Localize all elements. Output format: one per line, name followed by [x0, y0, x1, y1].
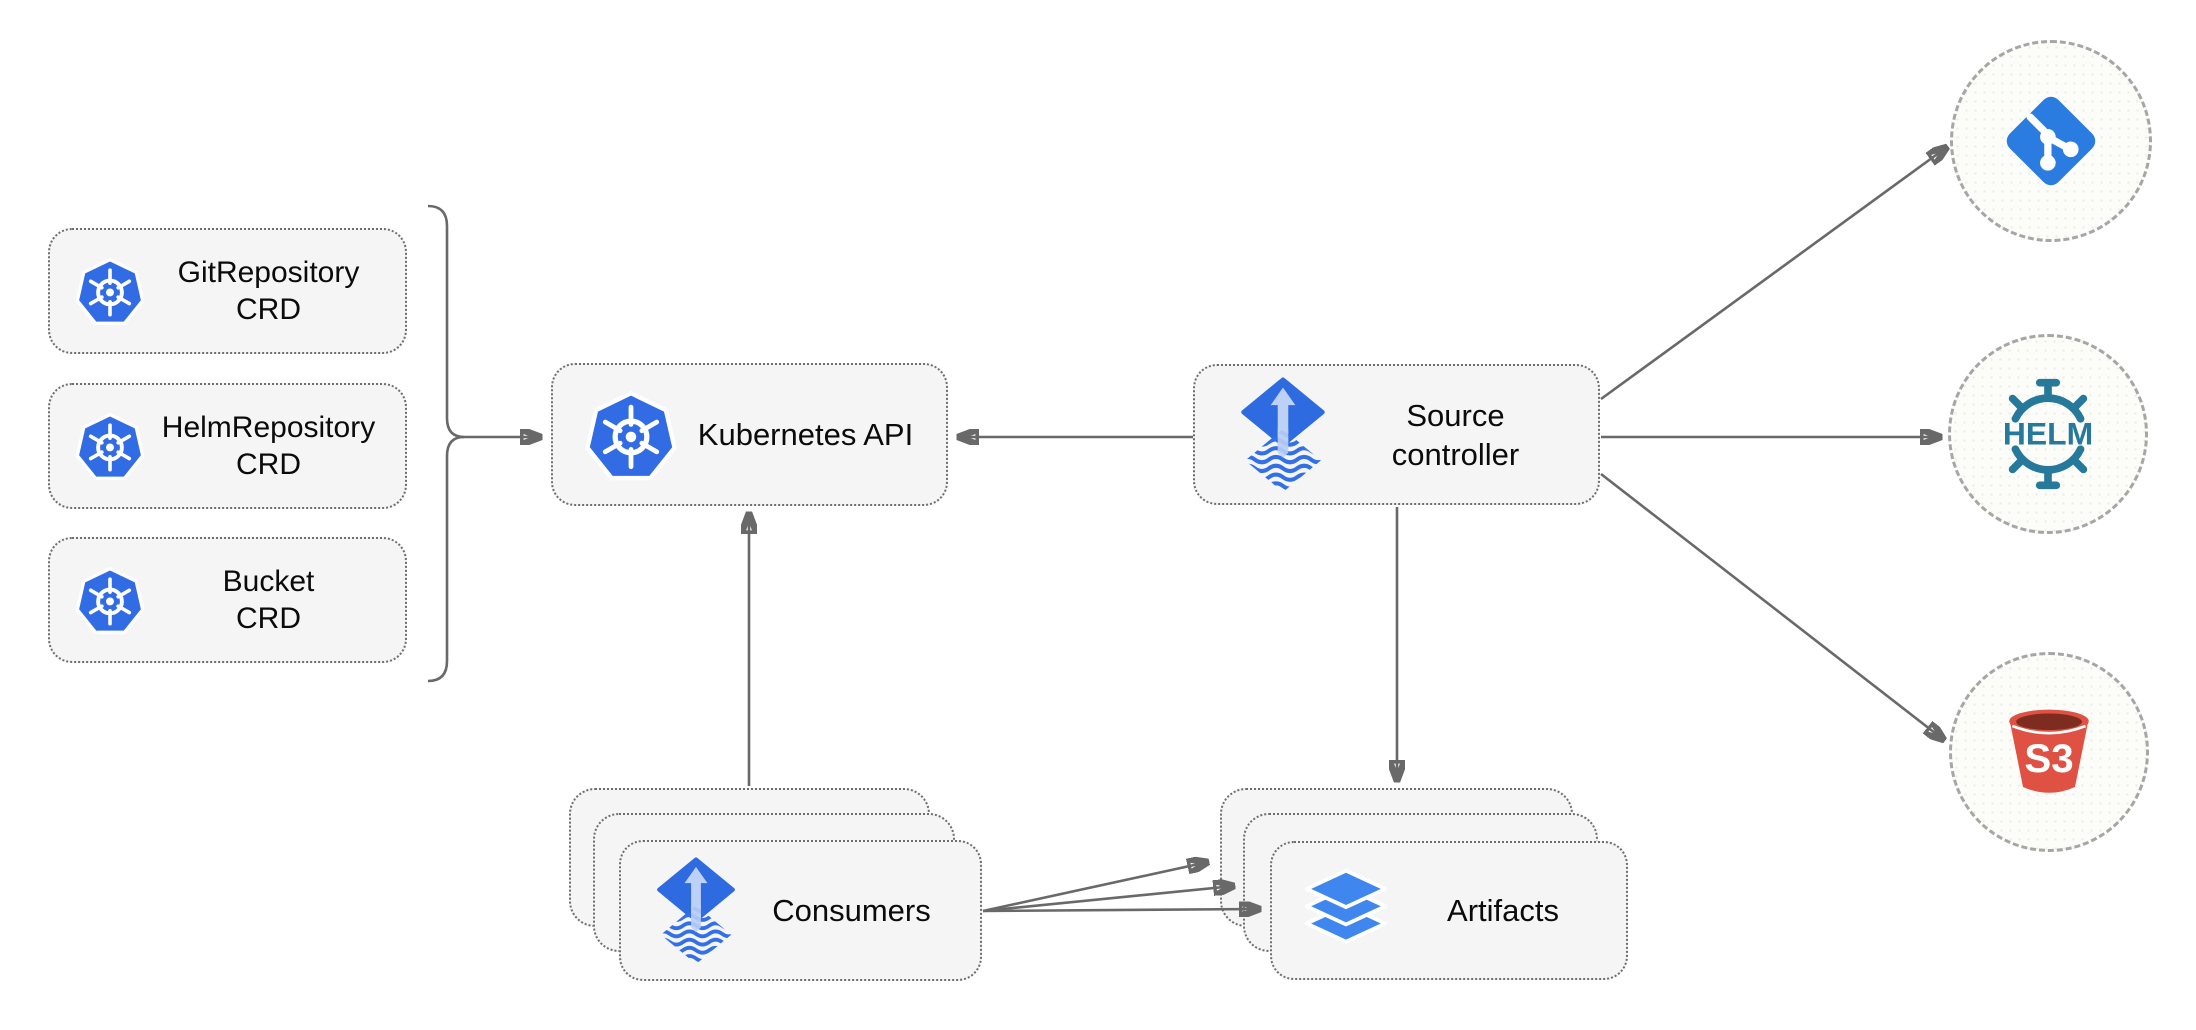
arrow-consumers-to-artifacts-2	[982, 886, 1234, 913]
external-git	[1950, 40, 2152, 242]
s3-wordmark: S3	[2024, 736, 2073, 781]
node-artifacts: Artifacts	[1270, 841, 1628, 980]
node-label: Kubernetes API	[697, 417, 914, 452]
kubernetes-icon	[583, 387, 679, 483]
crd-bracket	[427, 204, 465, 683]
arrow-consumers-to-artifacts-1	[982, 862, 1208, 913]
helm-icon: HELM	[2003, 378, 2093, 490]
node-label: Artifacts	[1447, 893, 1559, 928]
external-helm: HELM	[1948, 334, 2148, 534]
external-s3: S3	[1949, 652, 2149, 852]
s3-icon: S3	[2009, 709, 2089, 793]
node-kubernetes-api: Kubernetes API	[551, 363, 948, 506]
flux-source-icon	[655, 857, 737, 965]
kubernetes-icon	[74, 564, 146, 636]
kubernetes-icon	[74, 410, 146, 482]
flux-source-icon	[1239, 377, 1327, 493]
node-label: Consumers	[772, 893, 931, 928]
node-consumers: Consumers	[619, 840, 982, 981]
arrow-consumers-to-artifacts-3	[982, 909, 1260, 911]
arrow-source-to-git	[1600, 147, 1947, 401]
git-icon	[1999, 89, 2103, 193]
layers-icon	[1298, 863, 1394, 959]
arrow-source-to-s3	[1600, 472, 1944, 740]
kubernetes-icon	[74, 255, 146, 327]
helm-wordmark: HELM	[2003, 416, 2093, 452]
